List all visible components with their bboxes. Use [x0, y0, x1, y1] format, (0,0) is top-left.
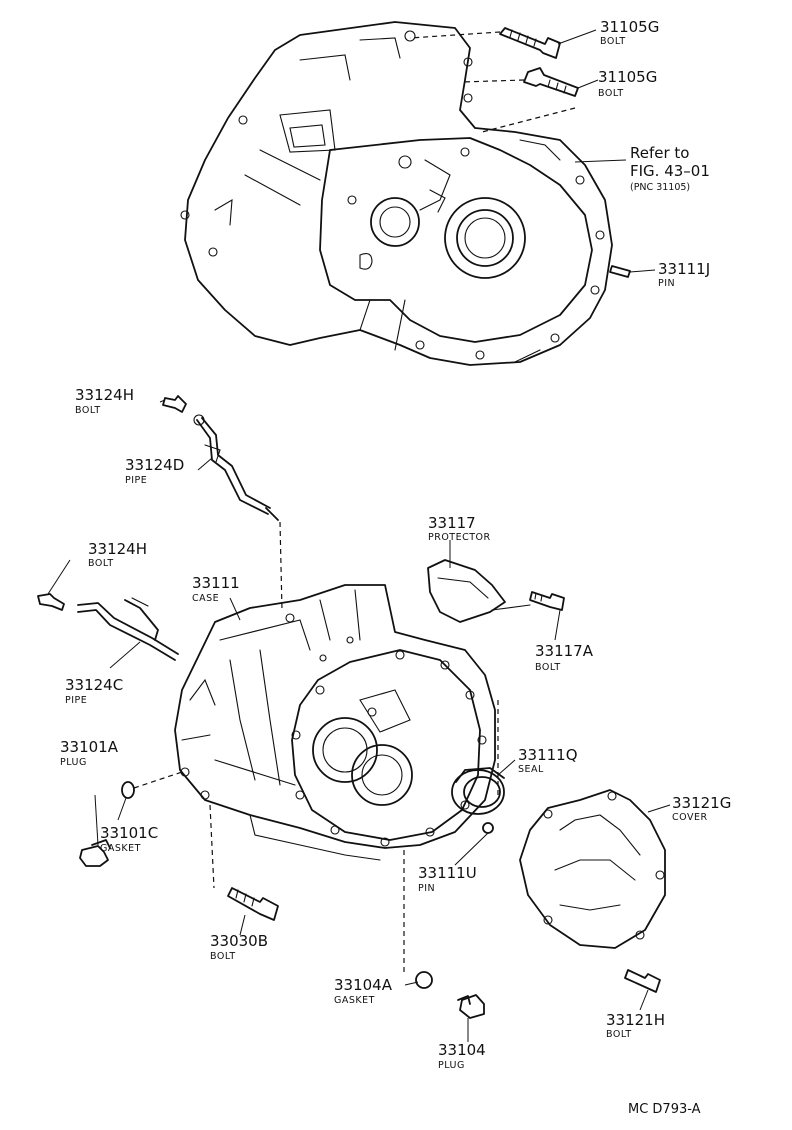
- gasket-33101c-drawing: [121, 781, 135, 799]
- part-label-11: 33101A PLUG: [60, 738, 119, 768]
- part-number: 33124H: [75, 386, 134, 404]
- bolt-31105g-upper-drawing: [499, 27, 561, 59]
- part-label-10: 33124C PIPE: [65, 676, 123, 706]
- part-name: GASKET: [100, 843, 141, 854]
- part-number: 33117A: [535, 642, 594, 660]
- part-label-13: 33121G COVER: [672, 794, 731, 823]
- transaxle-case-drawing: [174, 584, 496, 861]
- part-number: 33111U: [418, 864, 477, 882]
- leader-lines: [47, 29, 671, 1042]
- part-label-15: 33111U PIN: [418, 864, 477, 894]
- seal-33111q-drawing: [451, 767, 505, 815]
- part-label-19: 33104 PLUG: [438, 1041, 486, 1071]
- part-number: 33117: [428, 514, 476, 532]
- reference-line-1: Refer to: [630, 144, 689, 162]
- part-label-12: 33111Q SEAL: [518, 746, 578, 775]
- part-number: 33101A: [60, 738, 119, 756]
- figure-code: MC D793-A: [628, 1102, 701, 1117]
- part-label-8: 33111 CASE: [192, 574, 240, 604]
- part-name: BOLT: [210, 951, 236, 962]
- part-name: BOLT: [535, 662, 561, 673]
- part-name: BOLT: [600, 36, 626, 47]
- part-name: CASE: [192, 593, 219, 604]
- reference-note: Refer to FIG. 43–01 (PNC 31105): [630, 144, 710, 193]
- plug-33101a-drawing: [79, 839, 111, 867]
- part-name: COVER: [672, 812, 708, 823]
- part-name: PROTECTOR: [428, 532, 491, 543]
- part-label-4: 33124H BOLT: [75, 386, 134, 416]
- part-number: 31105G: [600, 18, 659, 36]
- part-number: 33111J: [658, 260, 710, 278]
- part-number: 33124D: [125, 456, 184, 474]
- transaxle-housing-drawing: [180, 21, 613, 366]
- pin-33111j-drawing: [609, 265, 631, 278]
- part-number: 33104: [438, 1041, 486, 1059]
- part-name: BOLT: [88, 558, 114, 569]
- part-number: 33124C: [65, 676, 123, 694]
- part-number: 33111: [192, 574, 240, 592]
- part-label-6: 33117 PROTECTOR: [428, 514, 491, 543]
- plug-33104-drawing: [457, 994, 485, 1019]
- part-name: PLUG: [438, 1060, 465, 1071]
- part-label-17: 33104A GASKET: [334, 976, 393, 1006]
- bolt-31105g-lower-drawing: [523, 67, 579, 97]
- part-label-1: 31105G BOLT: [600, 18, 659, 47]
- part-name: SEAL: [518, 764, 544, 775]
- part-name: PIPE: [125, 475, 147, 486]
- bolt-33124h-upper-drawing: [162, 395, 187, 413]
- part-number: 31105G: [598, 68, 657, 86]
- part-name: BOLT: [75, 405, 101, 416]
- part-name: PIPE: [65, 695, 87, 706]
- part-number: 33030B: [210, 932, 268, 950]
- part-name: BOLT: [598, 88, 624, 99]
- part-name: PIN: [418, 883, 435, 894]
- part-number: 33121G: [672, 794, 731, 812]
- part-number: 33121H: [606, 1011, 665, 1029]
- pipe-33124d-drawing: [193, 414, 279, 521]
- bolt-33121h-drawing: [624, 969, 661, 993]
- part-name: PLUG: [60, 757, 87, 768]
- bolt-33124h-lower-drawing: [37, 593, 65, 611]
- cover-33121g-drawing: [519, 789, 666, 949]
- part-label-2: 31105G BOLT: [598, 68, 657, 99]
- part-label-7: 33124H BOLT: [88, 540, 147, 569]
- part-label-14: 33101C GASKET: [100, 824, 158, 854]
- part-label-9: 33117A BOLT: [535, 642, 594, 673]
- reference-line-3: (PNC 31105): [630, 182, 690, 193]
- bolt-33030b-drawing: [227, 887, 279, 921]
- pipe-33124c-drawing: [77, 597, 179, 661]
- part-number: 33124H: [88, 540, 147, 558]
- part-name: PIN: [658, 278, 675, 289]
- protector-33117-drawing: [427, 559, 531, 623]
- part-label-16: 33030B BOLT: [210, 932, 268, 962]
- part-label-3: 33111J PIN: [658, 260, 710, 289]
- bolt-33117a-drawing: [529, 591, 565, 611]
- part-name: BOLT: [606, 1029, 632, 1040]
- part-number: 33104A: [334, 976, 393, 994]
- part-label-5: 33124D PIPE: [125, 456, 184, 486]
- part-number: 33101C: [100, 824, 158, 842]
- gasket-33104a-drawing: [415, 971, 433, 989]
- part-number: 33111Q: [518, 746, 578, 764]
- part-label-18: 33121H BOLT: [606, 1011, 665, 1040]
- part-name: GASKET: [334, 995, 375, 1006]
- reference-line-2: FIG. 43–01: [630, 162, 710, 180]
